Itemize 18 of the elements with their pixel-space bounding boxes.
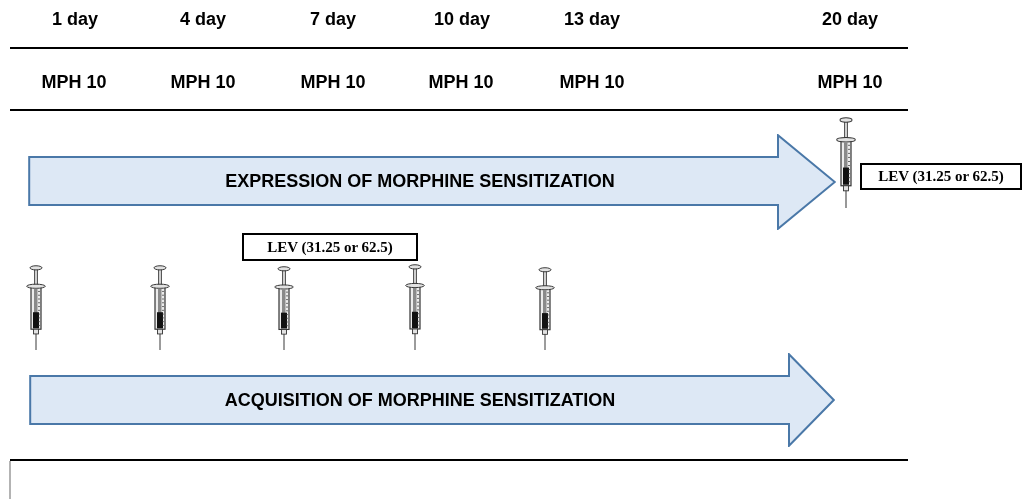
day-label: 10 day	[434, 8, 490, 30]
pointed-banner	[28, 134, 836, 230]
dose-label: MPH 10	[170, 71, 236, 93]
dose-box: LEV (31.25 or 62.5)	[242, 233, 418, 261]
dose-label: MPH 10	[41, 71, 107, 93]
dose-label: MPH 10	[559, 71, 625, 93]
dose-box: LEV (31.25 or 62.5)	[860, 163, 1022, 190]
day-label: 20 day	[822, 8, 878, 30]
dose-label: MPH 10	[300, 71, 366, 93]
day-label: 7 day	[310, 8, 356, 30]
day-label: 1 day	[52, 8, 98, 30]
banner-label: EXPRESSION OF MORPHINE SENSITIZATION	[225, 170, 615, 192]
dose-label: MPH 10	[428, 71, 494, 93]
day-label: 13 day	[564, 8, 620, 30]
banner-label: ACQUISITION OF MORPHINE SENSITIZATION	[224, 389, 616, 411]
pointed-banner	[29, 353, 835, 447]
day-label: 4 day	[180, 8, 226, 30]
dose-label: MPH 10	[817, 71, 883, 93]
